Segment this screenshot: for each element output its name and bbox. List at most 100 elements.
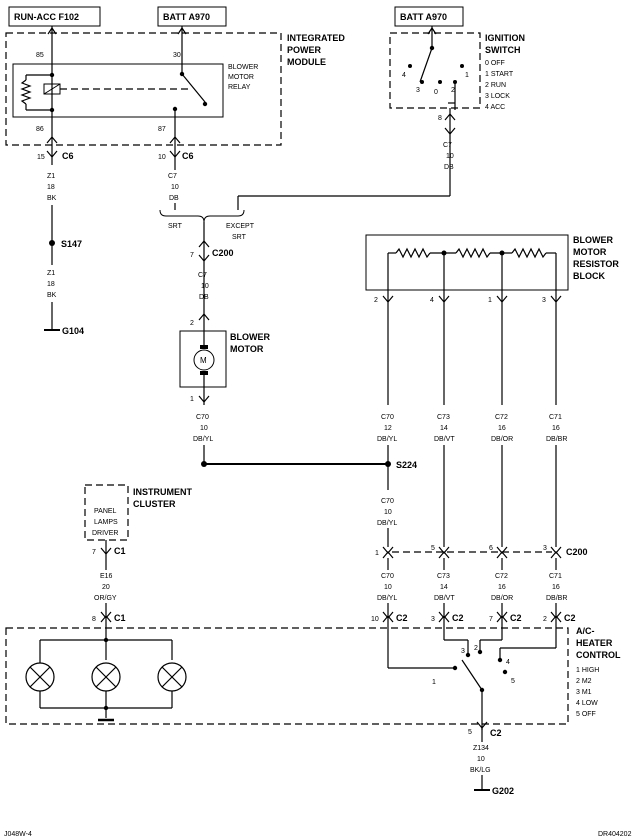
svg-text:C2: C2: [452, 613, 464, 623]
svg-text:DB/BR: DB/BR: [546, 595, 567, 602]
svg-text:1: 1: [190, 396, 194, 403]
run-acc-f102-box: RUN-ACC F102: [8, 6, 101, 27]
svg-text:C2: C2: [510, 613, 522, 623]
svg-text:C71: C71: [549, 573, 562, 580]
svg-text:2: 2: [474, 645, 478, 652]
svg-text:Z134: Z134: [473, 745, 489, 752]
svg-text:C72: C72: [495, 414, 508, 421]
c1-connector-upper: 7 C1: [92, 540, 126, 570]
svg-text:10: 10: [384, 509, 392, 516]
svg-text:Z1: Z1: [47, 270, 55, 277]
svg-text:OR/GY: OR/GY: [94, 595, 117, 602]
svg-text:30: 30: [173, 52, 181, 59]
svg-text:G202: G202: [492, 786, 514, 796]
run-acc-label: RUN-ACC F102: [14, 12, 79, 22]
svg-text:3: 3: [431, 616, 435, 623]
svg-text:1: 1: [432, 679, 436, 686]
c200-connector-bottom: 1 5 6 3 C200: [375, 545, 588, 559]
ipm-label-3: MODULE: [287, 57, 326, 67]
svg-text:86: 86: [36, 126, 44, 133]
svg-text:G104: G104: [62, 326, 84, 336]
svg-text:LAMPS: LAMPS: [94, 519, 118, 526]
svg-text:1 HIGH: 1 HIGH: [576, 667, 599, 674]
svg-text:DB/VT: DB/VT: [434, 436, 455, 443]
svg-text:DB/VT: DB/VT: [434, 595, 455, 602]
svg-text:8: 8: [92, 616, 96, 623]
svg-text:7: 7: [92, 549, 96, 556]
svg-text:1: 1: [375, 550, 379, 557]
ground-g202-icon: G202: [474, 786, 514, 796]
c6-connector-right: 10 C6: [158, 122, 194, 165]
svg-text:DB: DB: [199, 294, 209, 301]
svg-text:0: 0: [434, 89, 438, 96]
svg-text:1: 1: [465, 72, 469, 79]
svg-text:16: 16: [552, 584, 560, 591]
svg-text:C1: C1: [114, 613, 126, 623]
panel-lamp-1-icon: [25, 662, 55, 692]
svg-text:DB/YL: DB/YL: [377, 520, 397, 527]
svg-text:3: 3: [416, 87, 420, 94]
svg-text:C73: C73: [437, 573, 450, 580]
svg-text:3 LOCK: 3 LOCK: [485, 93, 510, 100]
relay-resistor-icon: [20, 79, 32, 105]
svg-text:C7: C7: [443, 142, 452, 149]
relay-switch-icon: [181, 73, 206, 103]
svg-text:7: 7: [190, 252, 194, 259]
svg-text:2 RUN: 2 RUN: [485, 82, 506, 89]
svg-text:20: 20: [102, 584, 110, 591]
svg-text:C2: C2: [490, 728, 502, 738]
svg-text:C70: C70: [196, 414, 209, 421]
svg-text:RELAY: RELAY: [228, 84, 251, 91]
c200-connector-top: 7 C200: [190, 222, 234, 308]
svg-text:5 OFF: 5 OFF: [576, 711, 596, 718]
svg-text:S224: S224: [396, 460, 417, 470]
svg-text:A/C-: A/C-: [576, 626, 595, 636]
svg-text:SRT: SRT: [232, 234, 247, 241]
svg-text:14: 14: [440, 584, 448, 591]
panel-lamp-3-icon: [157, 662, 187, 692]
svg-text:10: 10: [446, 153, 454, 160]
svg-text:18: 18: [47, 184, 55, 191]
svg-text:RESISTOR: RESISTOR: [573, 259, 619, 269]
svg-text:C72: C72: [495, 573, 508, 580]
svg-text:DB/YL: DB/YL: [377, 595, 397, 602]
svg-text:2: 2: [190, 320, 194, 327]
c6-connector-left: 15 C6: [37, 122, 74, 165]
svg-text:85: 85: [36, 52, 44, 59]
svg-text:E16: E16: [100, 573, 113, 580]
svg-text:C71: C71: [549, 414, 562, 421]
svg-text:4: 4: [506, 659, 510, 666]
svg-text:DB/OR: DB/OR: [491, 436, 513, 443]
ipm-label-2: POWER: [287, 45, 322, 55]
relay-box: [12, 63, 224, 118]
resistor-3-icon: [511, 247, 547, 259]
c1-connector-lower: 8 C1: [92, 603, 126, 640]
svg-text:16: 16: [498, 584, 506, 591]
svg-text:C7: C7: [198, 272, 207, 279]
svg-text:14: 14: [440, 425, 448, 432]
blower-motor-resistor-block: BLOWER MOTOR RESISTOR BLOCK: [365, 234, 619, 291]
svg-text:10: 10: [384, 584, 392, 591]
panel-lamp-2-icon: [91, 662, 121, 692]
ac-heater-control: A/C- HEATER CONTROL 1 HIGH 2 M2 3 M1 4 L…: [5, 626, 621, 730]
instrument-cluster: INSTRUMENT CLUSTER PANEL LAMPS DRIVER: [84, 484, 192, 541]
svg-text:8: 8: [438, 115, 442, 122]
svg-text:2: 2: [543, 616, 547, 623]
svg-text:C2: C2: [396, 613, 408, 623]
svg-text:BK: BK: [47, 195, 57, 202]
svg-text:C70: C70: [381, 573, 394, 580]
svg-text:3: 3: [543, 545, 547, 552]
svg-text:5: 5: [468, 729, 472, 736]
svg-text:C1: C1: [114, 546, 126, 556]
svg-text:DB: DB: [444, 164, 454, 171]
svg-text:3: 3: [542, 297, 546, 304]
svg-text:BLOWER: BLOWER: [228, 64, 258, 71]
svg-text:MOTOR: MOTOR: [228, 74, 254, 81]
footer-right: DR404202: [598, 831, 632, 838]
svg-text:C70: C70: [381, 498, 394, 505]
svg-text:87: 87: [158, 126, 166, 133]
svg-text:2: 2: [451, 87, 455, 94]
svg-text:4 ACC: 4 ACC: [485, 104, 505, 111]
svg-text:2 M2: 2 M2: [576, 678, 592, 685]
svg-text:HEATER: HEATER: [576, 638, 613, 648]
